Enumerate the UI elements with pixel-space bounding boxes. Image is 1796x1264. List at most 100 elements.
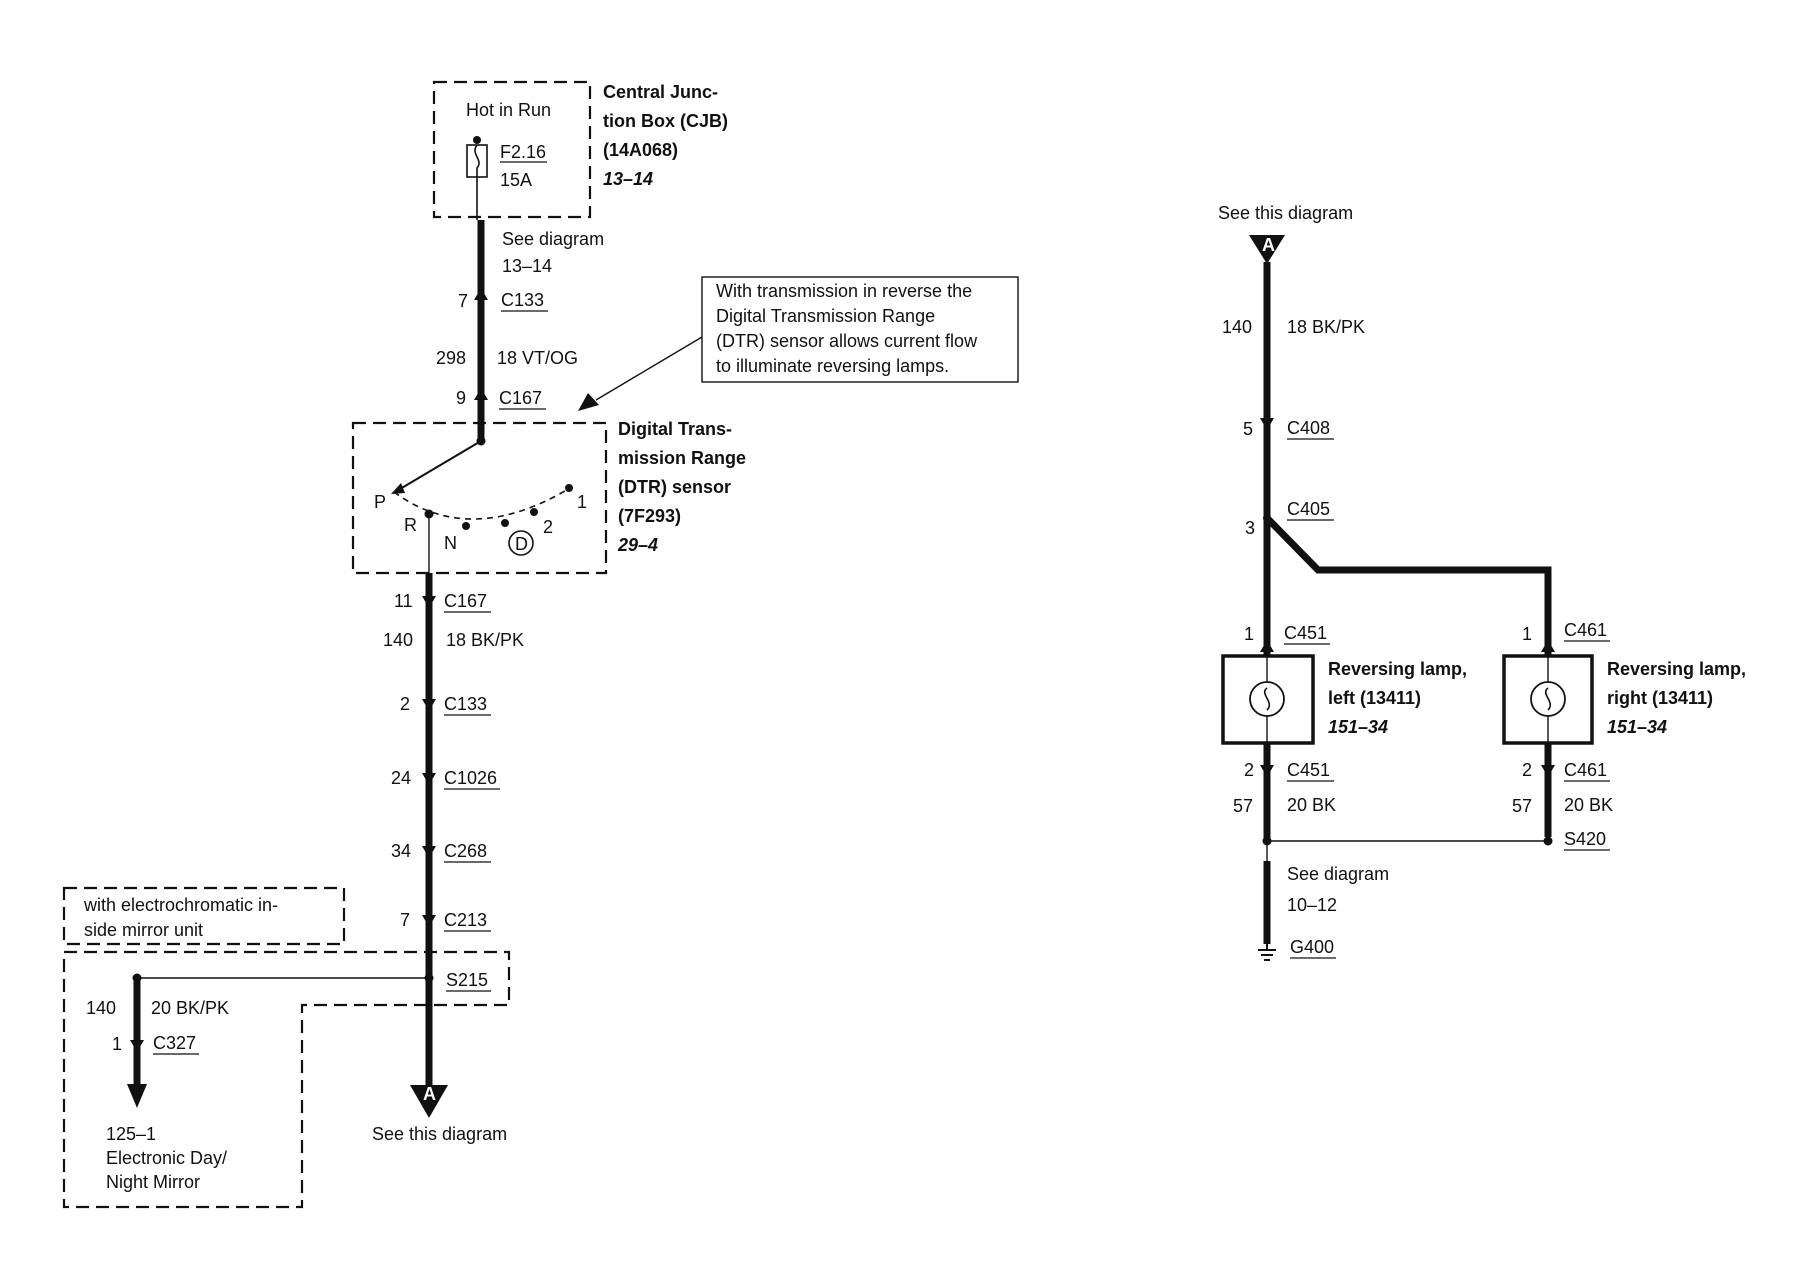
c133-bottom-id: C133 <box>444 694 487 714</box>
see-diagram-right-label: See diagram <box>1287 864 1389 884</box>
c405-pin: 3 <box>1245 518 1255 538</box>
lamp-right-top-pin: 1 <box>1522 624 1532 644</box>
wire-140-circuit: 140 <box>383 630 413 650</box>
lamp-right-top-id: C461 <box>1564 620 1607 640</box>
s420-label: S420 <box>1564 829 1606 849</box>
note-line3: (DTR) sensor allows current flow <box>716 331 978 351</box>
c213-id: C213 <box>444 910 487 930</box>
lamp-right-name-line2: right (13411) <box>1607 688 1713 708</box>
lamp-left-ref: 151–34 <box>1328 717 1388 737</box>
c408-id: C408 <box>1287 418 1330 438</box>
c167-bottom-pin: 11 <box>394 591 413 611</box>
note-line4: to illuminate reversing lamps. <box>716 356 949 376</box>
c408-pin: 5 <box>1243 419 1253 439</box>
see-this-diagram-left: See this diagram <box>372 1124 507 1144</box>
dtr-name-line4: (7F293) <box>618 506 681 526</box>
dtr-name-line3: (DTR) sensor <box>618 477 731 497</box>
mirror-dest-line1: Electronic Day/ <box>106 1148 227 1168</box>
see-diagram-right-ref: 10–12 <box>1287 895 1337 915</box>
dtr-pos-1: 1 <box>577 492 587 512</box>
option-region-outline <box>62 950 511 1209</box>
c167-bottom-id: C167 <box>444 591 487 611</box>
lamp-bulb-icon-right <box>1530 681 1566 717</box>
c167-top-connector-arrow <box>474 388 488 400</box>
dtr-pos-r: R <box>404 515 417 535</box>
note-box <box>701 276 1019 383</box>
lamp-right-bottom-pin: 2 <box>1522 760 1532 780</box>
dtr-name-line1: Digital Trans- <box>618 419 732 439</box>
off-page-connector-a-right <box>1249 235 1285 264</box>
wire-140-gauge-color-right: 18 BK/PK <box>1287 317 1365 337</box>
c213-pin: 7 <box>400 910 410 930</box>
option-note-line2: side mirror unit <box>84 920 203 940</box>
wire-140-gauge-color: 18 BK/PK <box>446 630 524 650</box>
mirror-wire-circuit: 140 <box>86 998 116 1018</box>
lamp-left-top-pin: 1 <box>1244 624 1254 644</box>
off-page-letter-left: A <box>423 1084 436 1104</box>
lamp-left-top-id: C451 <box>1284 623 1327 643</box>
c1026-id: C1026 <box>444 768 497 788</box>
c133-top-id: C133 <box>501 290 544 310</box>
dtr-pos-2: 2 <box>543 517 553 537</box>
c268-pin: 34 <box>391 841 411 861</box>
lamp-right-name-line1: Reversing lamp, <box>1607 659 1746 679</box>
dtr-pos-p: P <box>374 492 386 512</box>
lamp-right-bottom-id: C461 <box>1564 760 1607 780</box>
c213-connector-arrow <box>422 915 436 927</box>
c133-bottom-connector-arrow <box>422 699 436 711</box>
mirror-dest-ref: 125–1 <box>106 1124 156 1144</box>
cjb-part-number: (14A068) <box>603 140 678 160</box>
lamp-left-wire-circuit: 57 <box>1233 796 1253 816</box>
ground-icon <box>1258 944 1276 961</box>
mirror-wire-gauge-color: 20 BK/PK <box>151 998 229 1018</box>
c268-connector-arrow <box>422 846 436 858</box>
c167-top-pin: 9 <box>456 388 466 408</box>
c408-connector-arrow <box>1260 418 1274 430</box>
fuse-icon <box>466 136 488 220</box>
drive-position-icon <box>508 530 534 556</box>
lamp-left-name-line1: Reversing lamp, <box>1328 659 1467 679</box>
cjb-hot-label: Hot in Run <box>466 100 551 120</box>
lamp-right-ref: 151–34 <box>1607 717 1667 737</box>
cjb-name-line2: tion Box (CJB) <box>603 111 728 131</box>
note-line2: Digital Transmission Range <box>716 306 935 326</box>
option-note-box <box>62 886 346 946</box>
s215-label: S215 <box>446 970 488 990</box>
cjb-ref: 13–14 <box>603 169 653 189</box>
lamp-bulb-icon-left <box>1249 681 1285 717</box>
dtr-box <box>351 421 608 575</box>
fuse-id: F2.16 <box>500 142 546 162</box>
wire-298-gauge-color: 18 VT/OG <box>497 348 578 368</box>
note-pointer-line <box>595 336 703 401</box>
note-pointer-arrow-icon <box>578 393 599 411</box>
off-page-letter-right: A <box>1262 235 1275 255</box>
fuse-rating: 15A <box>500 170 532 190</box>
lamp-left-bottom-pin: 2 <box>1244 760 1254 780</box>
lamp-left-name-line2: left (13411) <box>1328 688 1421 708</box>
ground-label: G400 <box>1290 937 1334 957</box>
wire-140-circuit-right: 140 <box>1222 317 1252 337</box>
option-note-line1: with electrochromatic in- <box>83 895 278 915</box>
dtr-ref: 29–4 <box>617 535 658 555</box>
wire-298-circuit: 298 <box>436 348 466 368</box>
c451-bottom-connector-arrow <box>1260 765 1274 777</box>
c1026-connector-arrow <box>422 773 436 785</box>
c268-id: C268 <box>444 841 487 861</box>
cjb-name-line1: Central Junc- <box>603 82 718 102</box>
c461-bottom-connector-arrow <box>1541 765 1555 777</box>
mirror-dest-line2: Night Mirror <box>106 1172 200 1192</box>
dtr-switch-arrow-icon <box>391 483 405 494</box>
dtr-pos-d: D <box>515 534 528 554</box>
note-line1: With transmission in reverse the <box>716 281 972 301</box>
see-diagram-ref: 13–14 <box>502 256 552 276</box>
dtr-contact-arc <box>393 487 571 520</box>
dtr-pos-n: N <box>444 533 457 553</box>
c405-id: C405 <box>1287 499 1330 519</box>
lamp-right-wire-circuit: 57 <box>1512 796 1532 816</box>
see-this-diagram-right: See this diagram <box>1218 203 1353 223</box>
see-diagram-label: See diagram <box>502 229 604 249</box>
lamp-left-bottom-id: C451 <box>1287 760 1330 780</box>
c133-top-pin: 7 <box>458 291 468 311</box>
c451-top-connector-arrow <box>1260 640 1274 652</box>
